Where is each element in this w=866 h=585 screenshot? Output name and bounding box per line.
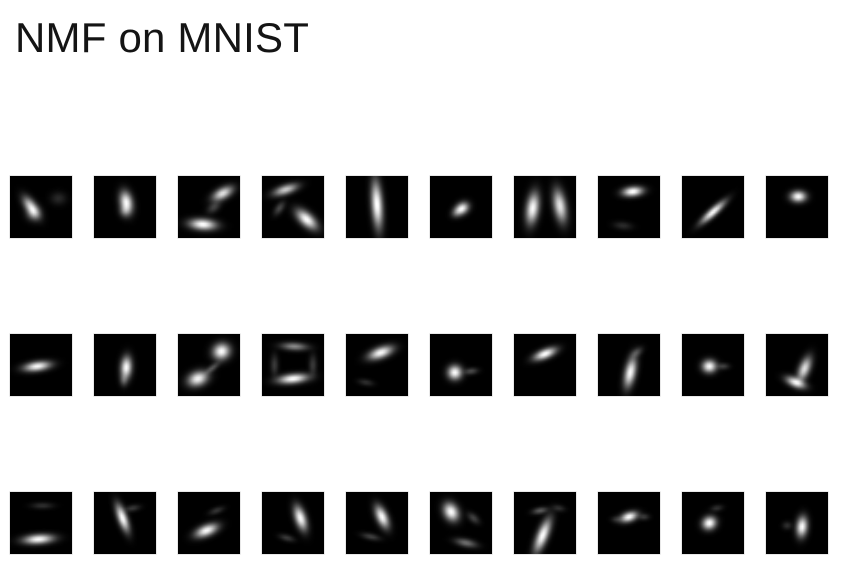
component-20-heatmap xyxy=(766,334,828,396)
page-title: NMF on MNIST xyxy=(15,14,310,61)
nmf-component-tile xyxy=(262,334,324,396)
nmf-component-tile xyxy=(94,492,156,554)
component-17-heatmap xyxy=(514,334,576,396)
nmf-component-tile xyxy=(682,334,744,396)
nmf-component-tile xyxy=(598,176,660,238)
component-row-2 xyxy=(10,334,856,396)
nmf-component-tile xyxy=(430,492,492,554)
nmf-component-tile xyxy=(430,176,492,238)
nmf-component-tile xyxy=(514,334,576,396)
nmf-component-tile xyxy=(10,492,72,554)
component-11-heatmap xyxy=(10,334,72,396)
component-4-heatmap xyxy=(262,176,324,238)
component-6-heatmap xyxy=(430,176,492,238)
nmf-component-tile xyxy=(10,176,72,238)
nmf-component-tile xyxy=(346,334,408,396)
nmf-component-tile xyxy=(178,176,240,238)
component-30-heatmap xyxy=(766,492,828,554)
nmf-component-tile xyxy=(178,492,240,554)
component-10-heatmap xyxy=(766,176,828,238)
nmf-component-tile xyxy=(94,334,156,396)
nmf-component-tile xyxy=(262,492,324,554)
component-3-heatmap xyxy=(178,176,240,238)
component-29-heatmap xyxy=(682,492,744,554)
nmf-component-tile xyxy=(346,492,408,554)
component-18-heatmap xyxy=(598,334,660,396)
component-12-heatmap xyxy=(94,334,156,396)
component-1-heatmap xyxy=(10,176,72,238)
component-7-heatmap xyxy=(514,176,576,238)
nmf-component-tile xyxy=(430,334,492,396)
nmf-component-tile xyxy=(178,334,240,396)
nmf-component-tile xyxy=(514,176,576,238)
component-26-heatmap xyxy=(430,492,492,554)
nmf-component-tile xyxy=(598,334,660,396)
component-8-heatmap xyxy=(598,176,660,238)
component-15-heatmap xyxy=(346,334,408,396)
nmf-component-grid xyxy=(10,176,856,556)
component-22-heatmap xyxy=(94,492,156,554)
nmf-component-tile xyxy=(766,334,828,396)
component-5-heatmap xyxy=(346,176,408,238)
nmf-component-tile xyxy=(10,334,72,396)
nmf-component-tile xyxy=(514,492,576,554)
component-25-heatmap xyxy=(346,492,408,554)
component-row-1 xyxy=(10,176,856,238)
nmf-component-tile xyxy=(682,176,744,238)
component-28-heatmap xyxy=(598,492,660,554)
nmf-component-tile xyxy=(262,176,324,238)
component-27-heatmap xyxy=(514,492,576,554)
component-23-heatmap xyxy=(178,492,240,554)
nmf-component-tile xyxy=(94,176,156,238)
component-19-heatmap xyxy=(682,334,744,396)
component-24-heatmap xyxy=(262,492,324,554)
nmf-component-tile xyxy=(766,492,828,554)
component-16-heatmap xyxy=(430,334,492,396)
component-21-heatmap xyxy=(10,492,72,554)
component-row-3 xyxy=(10,492,856,554)
component-14-heatmap xyxy=(262,334,324,396)
nmf-component-tile xyxy=(682,492,744,554)
component-2-heatmap xyxy=(94,176,156,238)
component-9-heatmap xyxy=(682,176,744,238)
nmf-component-tile xyxy=(346,176,408,238)
component-13-heatmap xyxy=(178,334,240,396)
nmf-component-tile xyxy=(598,492,660,554)
nmf-component-tile xyxy=(766,176,828,238)
